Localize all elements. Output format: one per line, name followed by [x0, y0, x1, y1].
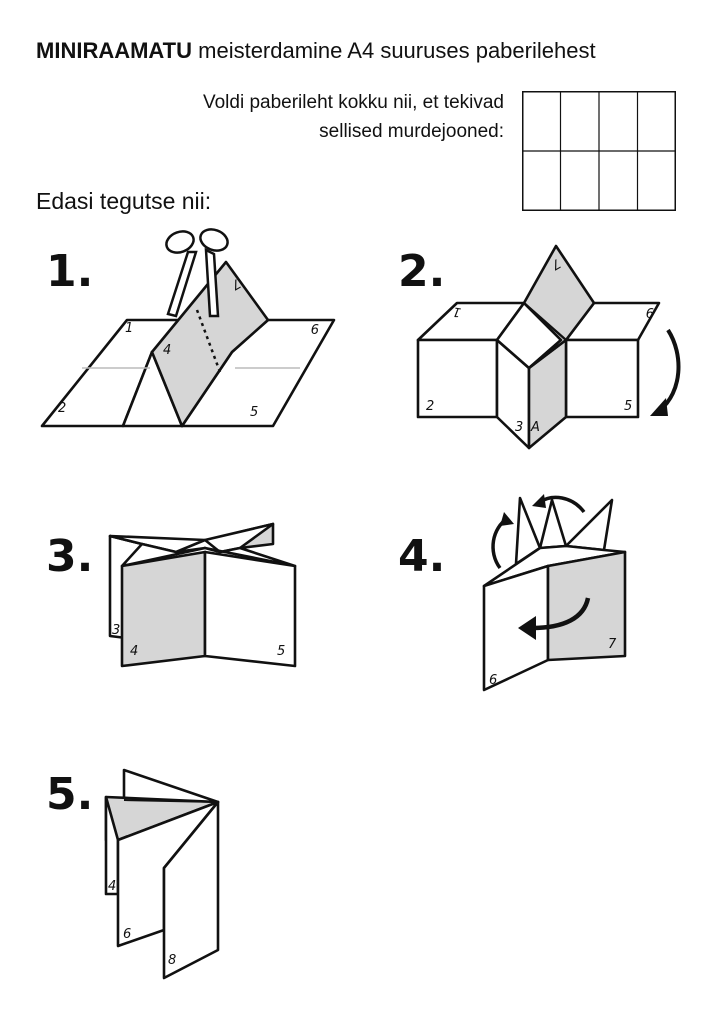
- step-3-label-5: 5: [277, 644, 285, 659]
- step-1-label-2: 2: [58, 401, 66, 416]
- step-1-label-5: 5: [250, 405, 258, 420]
- step-1-label-4: 4: [163, 343, 171, 358]
- step-2-label-a: A: [530, 420, 540, 435]
- step-3-label-3: 3: [112, 623, 120, 638]
- step-2-label-1: 1: [452, 303, 463, 319]
- step-3-number: 3.: [46, 531, 94, 582]
- step-1-number: 1.: [46, 246, 94, 297]
- instruction-text: Voldi paberileht kokku nii, et tekivad s…: [203, 88, 504, 146]
- subheading: Edasi tegutse nii:: [36, 188, 212, 214]
- instruction-line-2: sellised murdejooned:: [319, 121, 504, 142]
- step-2-label-9: 9: [646, 304, 654, 319]
- scissors-icon: [165, 228, 229, 318]
- turn-arrow-icon: [531, 597, 591, 631]
- step-2-label-5: 5: [624, 399, 632, 414]
- step-1-label-9: 9: [311, 320, 319, 335]
- step-5-label-6: 6: [123, 927, 131, 942]
- step-1-label-1: 1: [125, 321, 133, 336]
- title-bold: MINIRAAMATU: [36, 38, 193, 63]
- step-4-label-6: 6: [489, 673, 497, 688]
- step-3-label-4: 4: [130, 644, 138, 659]
- step-5-label-4: 4: [108, 879, 116, 894]
- step-5-number: 5.: [46, 769, 94, 820]
- title-rest: meisterdamine A4 suuruses paberilehest: [192, 38, 596, 63]
- step-2-number: 2.: [398, 246, 446, 297]
- step-4-label-7: 7: [608, 637, 617, 652]
- step-5-label-8: 8: [168, 953, 176, 968]
- step-2-label-2: 2: [426, 399, 434, 414]
- step-4-number: 4.: [398, 531, 446, 582]
- fold-lines-diagram: [522, 91, 676, 211]
- step-2-label-3: 3: [515, 420, 523, 435]
- instruction-line-1: Voldi paberileht kokku nii, et tekivad: [202, 92, 504, 113]
- page-title: MINIRAAMATU meisterdamine A4 suuruses pa…: [36, 38, 596, 64]
